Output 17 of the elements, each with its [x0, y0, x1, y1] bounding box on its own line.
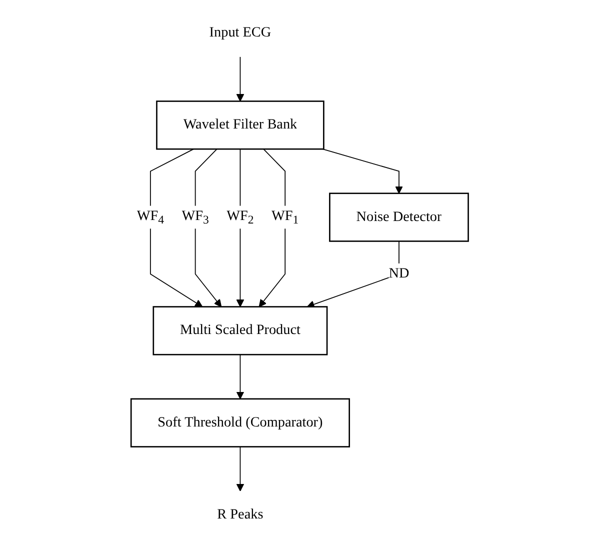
- node-box: Noise Detector: [329, 192, 470, 242]
- edge-label: WF$_{4}$: [137, 208, 164, 226]
- node-box: Wavelet Filter Bank: [156, 100, 325, 150]
- edge-label: WF$_{3}$: [182, 208, 210, 226]
- edge-label: WF$_{1}$: [272, 208, 300, 226]
- node-box: Soft Threshold (Comparator): [130, 398, 350, 448]
- arrow: [236, 56, 244, 102]
- node-text: R Peaks: [217, 507, 264, 522]
- arrow: [322, 148, 404, 194]
- edge-label: WF$_{2}$: [226, 208, 254, 226]
- arrow: [150, 148, 203, 308]
- node-box: Multi Scaled Product: [153, 306, 328, 356]
- edge-label: ND: [389, 266, 410, 282]
- arrow: [307, 240, 400, 308]
- arrow: [236, 446, 244, 492]
- arrow: [236, 354, 244, 400]
- node-text: Input ECG: [210, 25, 272, 40]
